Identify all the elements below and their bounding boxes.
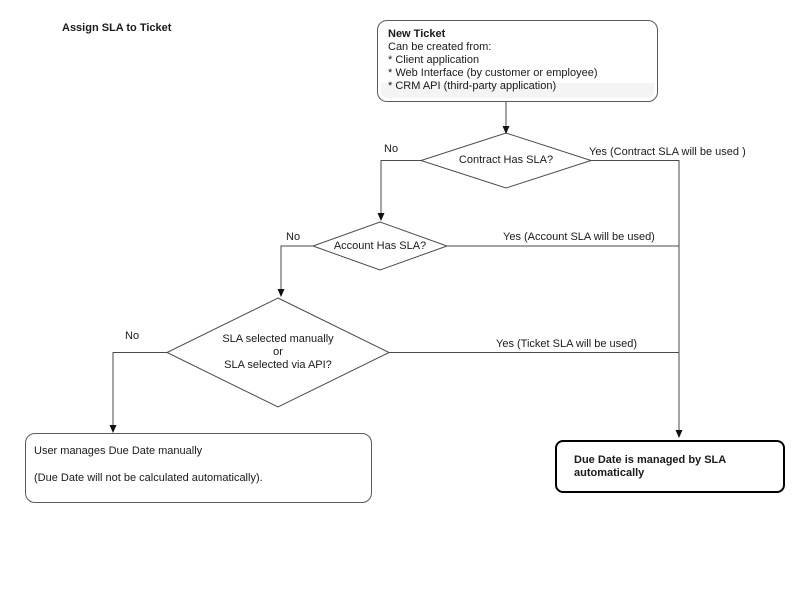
sla-due-date-box: Due Date is managed by SLA automatically <box>555 440 785 493</box>
contract-decision-label: Contract Has SLA? <box>458 154 554 166</box>
account-yes-label: Yes (Account SLA will be used) <box>503 231 655 243</box>
arrowhead-into-sla-duedate <box>675 430 683 438</box>
arrowhead-into-manual-duedate <box>109 425 117 433</box>
manual-no-label: No <box>125 330 140 342</box>
sla-due-date-line: Due Date is managed by SLA <box>574 454 727 466</box>
edge-yes-trunk-line <box>590 160 680 434</box>
new-ticket-heading: New Ticket <box>388 28 446 40</box>
arrowhead-into-manual <box>277 289 285 297</box>
arrowhead-into-account <box>377 213 385 221</box>
box-shade <box>381 83 654 98</box>
new-ticket-line: * Client application <box>388 54 480 66</box>
edge-account-no-line <box>280 245 313 293</box>
new-ticket-box: New Ticket Can be created from: * Client… <box>377 20 658 102</box>
manual-decision-diamond <box>165 297 391 408</box>
manual-decision-line: SLA selected via API? <box>224 359 332 371</box>
contract-no-label: No <box>384 143 399 155</box>
new-ticket-line: * Web Interface (by customer or employee… <box>388 67 598 79</box>
arrowhead-into-contract <box>502 126 510 134</box>
account-decision-diamond <box>311 221 449 271</box>
new-ticket-line: * CRM API (third-party application) <box>388 80 557 92</box>
manual-decision-label: SLA selected manually or SLA selected vi… <box>167 333 389 372</box>
contract-decision-diamond <box>419 132 593 189</box>
edge-manual-no-line <box>112 352 168 429</box>
manual-decision-line: or <box>273 346 283 358</box>
manual-due-date-box: User manages Due Date manually (Due Date… <box>25 433 372 503</box>
account-decision-label: Account Has SLA? <box>333 240 427 252</box>
manual-due-date-line: (Due Date will not be calculated automat… <box>34 472 263 484</box>
page-title: Assign SLA to Ticket <box>62 22 172 34</box>
edge-contract-no-line <box>380 160 422 217</box>
sla-due-date-line: automatically <box>574 467 645 479</box>
manual-yes-label: Yes (Ticket SLA will be used) <box>496 338 638 350</box>
account-no-label: No <box>286 231 301 243</box>
contract-yes-label: Yes (Contract SLA will be used ) <box>589 146 746 158</box>
manual-decision-line: SLA selected manually <box>222 333 334 345</box>
new-ticket-line: Can be created from: <box>388 41 492 53</box>
manual-due-date-line: User manages Due Date manually <box>34 445 203 457</box>
